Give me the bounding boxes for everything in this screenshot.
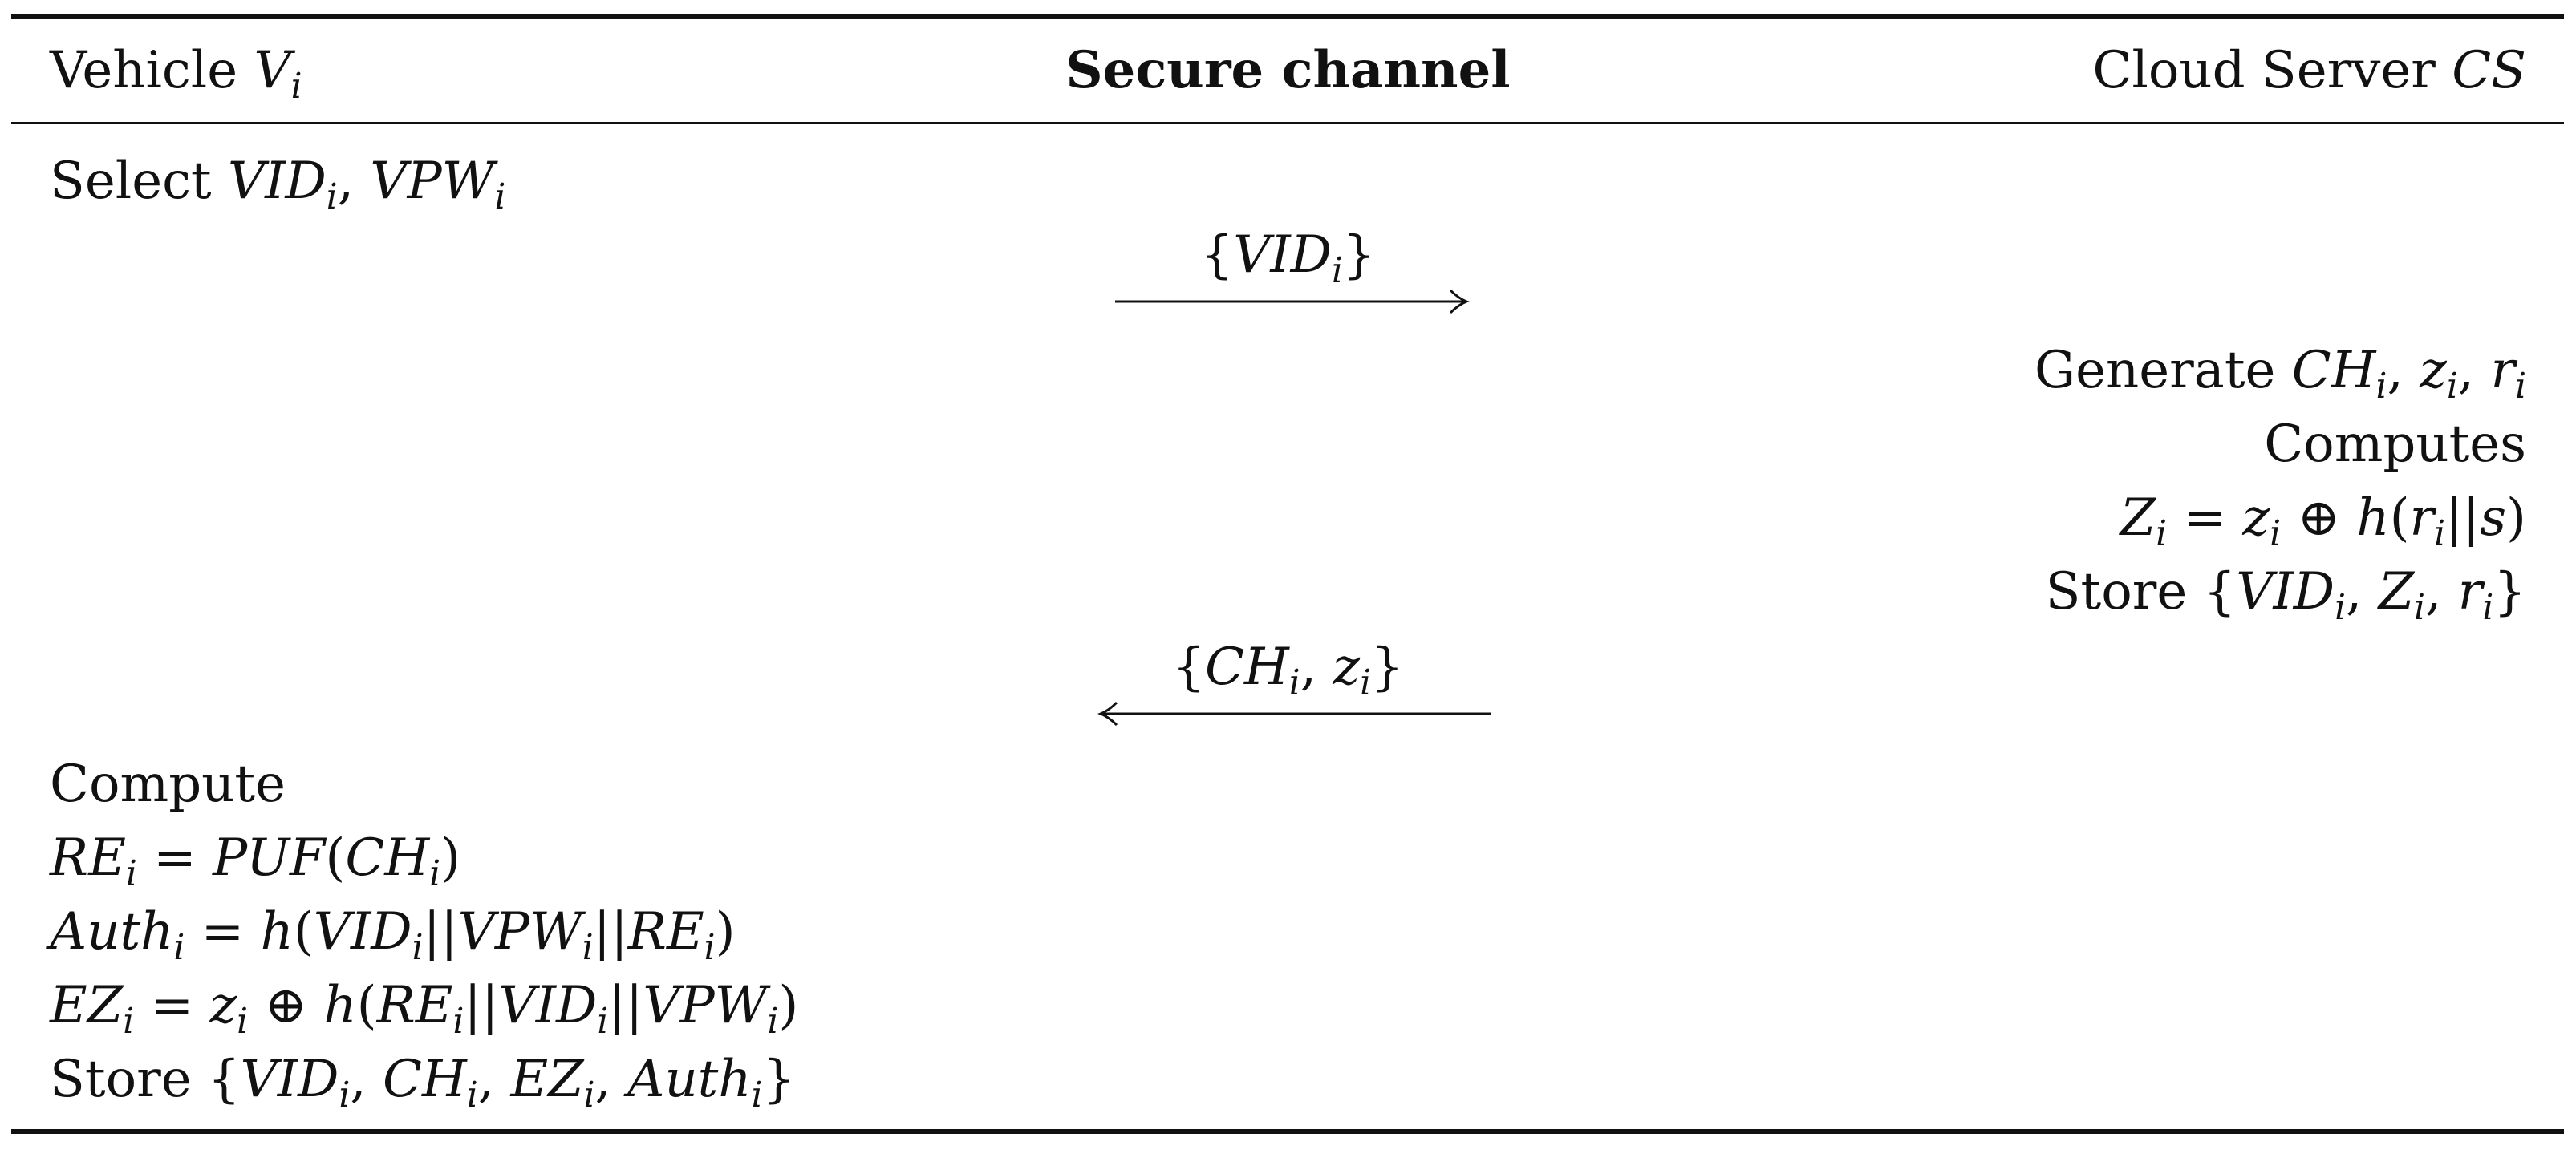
msg2-ch: CH	[1204, 638, 1289, 697]
subscript: i	[2482, 588, 2494, 629]
msg2-z: z	[1333, 638, 1361, 697]
r-symbol: r	[2490, 341, 2516, 400]
VPW-symbol: VPW	[643, 976, 768, 1035]
subscript: i	[751, 1075, 763, 1116]
subscript: i	[2434, 514, 2446, 555]
subscript: i	[583, 1075, 595, 1116]
z-symbol: z	[2242, 488, 2270, 548]
header-secure-channel: Secure channel	[1065, 40, 1511, 100]
subscript: i	[1331, 251, 1343, 292]
subscript: i	[290, 67, 302, 107]
re-equation: REi = PUF(CHi)	[50, 828, 461, 895]
subscript: i	[173, 928, 185, 969]
RE-symbol: RE	[627, 902, 704, 962]
RE-symbol: RE	[376, 976, 453, 1035]
subscript: i	[412, 928, 424, 969]
generate-label: Generate	[2034, 341, 2276, 400]
auth-equation: Authi = h(VIDi||VPWi||REi)	[50, 902, 736, 969]
subscript: i	[125, 854, 137, 895]
subscript: i	[452, 1002, 464, 1043]
CH-symbol: CH	[345, 828, 430, 888]
h-symbol: h	[323, 976, 357, 1035]
Auth-symbol: Auth	[50, 902, 174, 962]
top-rule	[11, 14, 2564, 19]
subscript: i	[2270, 514, 2282, 555]
server-z-equation: Zi = zi ⊕ h(ri||s)	[2120, 488, 2526, 555]
subscript: i	[767, 1002, 779, 1043]
ez-equation: EZi = zi ⊕ h(REi||VIDi||VPWi)	[50, 976, 799, 1043]
VPW-symbol: VPW	[457, 902, 582, 962]
subscript: i	[2515, 366, 2526, 407]
subscript: i	[339, 1075, 351, 1116]
z-symbol: z	[2420, 341, 2447, 400]
header-vehicle-math: Vi	[254, 41, 302, 107]
Auth-symbol: Auth	[627, 1050, 752, 1109]
server-generate-step: Generate CHi, zi, ri	[2034, 341, 2526, 407]
subscript: i	[123, 1002, 135, 1043]
PUF-symbol: PUF	[213, 828, 326, 888]
vehicle-store-step: Store {VIDi, CHi, EZi, Authi}	[50, 1050, 796, 1116]
msg1-vid: VID	[1233, 225, 1332, 285]
subscript: i	[494, 177, 506, 218]
subscript: i	[466, 1075, 478, 1116]
subscript: i	[582, 928, 594, 969]
server-computes-label: Computes	[2264, 415, 2526, 474]
header-rule	[11, 122, 2564, 124]
subscript: i	[237, 1002, 249, 1043]
header-vehicle-label: Vehicle	[50, 41, 238, 100]
VID-symbol: VID	[498, 976, 598, 1035]
subscript: i	[2375, 366, 2387, 407]
vid-symbol: VID	[227, 152, 327, 211]
h-symbol: h	[260, 902, 294, 962]
subscript: i	[1288, 663, 1300, 704]
h-symbol: h	[2356, 488, 2390, 548]
Z-symbol: Z	[2120, 488, 2156, 548]
left-arrow-icon	[1097, 701, 1491, 727]
select-label: Select	[50, 152, 212, 211]
EZ-symbol: EZ	[510, 1050, 584, 1109]
message-2-label: {CHi, zi}	[1172, 638, 1404, 704]
ch-symbol: CH	[2291, 341, 2376, 400]
store-label: Store	[2045, 562, 2188, 622]
subscript: i	[2446, 366, 2458, 407]
vehicle-select-step: Select VIDi, VPWi	[50, 152, 506, 218]
server-store-step: Store {VIDi, Zi, ri}	[2045, 562, 2526, 629]
z-symbol: z	[209, 976, 237, 1035]
subscript: i	[2414, 588, 2426, 629]
subscript: i	[2156, 514, 2168, 555]
subscript: i	[326, 177, 338, 218]
subscript: i	[2335, 588, 2346, 629]
vehicle-compute-label: Compute	[50, 755, 286, 814]
header-cloud-server: Cloud Server CS	[2092, 37, 2526, 104]
header-server-math: CS	[2452, 41, 2526, 100]
CH-symbol: CH	[383, 1050, 467, 1109]
message-1-label: {VIDi}	[1200, 225, 1376, 292]
r-symbol: r	[2457, 562, 2483, 622]
VID-symbol: VID	[240, 1050, 339, 1109]
RE-symbol: RE	[50, 828, 126, 888]
header-vehicle: Vehicle Vi	[50, 37, 302, 104]
EZ-symbol: EZ	[50, 976, 124, 1035]
r-symbol: r	[2409, 488, 2435, 548]
right-arrow-icon	[1115, 289, 1471, 314]
subscript: i	[1360, 663, 1372, 704]
subscript: i	[597, 1002, 609, 1043]
VID-symbol: VID	[313, 902, 412, 962]
s-symbol: s	[2480, 488, 2507, 548]
header-server-label: Cloud Server	[2092, 41, 2436, 100]
subscript: i	[704, 928, 716, 969]
Z-symbol: Z	[2378, 562, 2415, 622]
store-label: Store	[50, 1050, 192, 1109]
vpw-symbol: VPW	[370, 152, 495, 211]
vid-symbol: VID	[2236, 562, 2335, 622]
bottom-rule	[11, 1129, 2564, 1134]
subscript: i	[429, 854, 441, 895]
